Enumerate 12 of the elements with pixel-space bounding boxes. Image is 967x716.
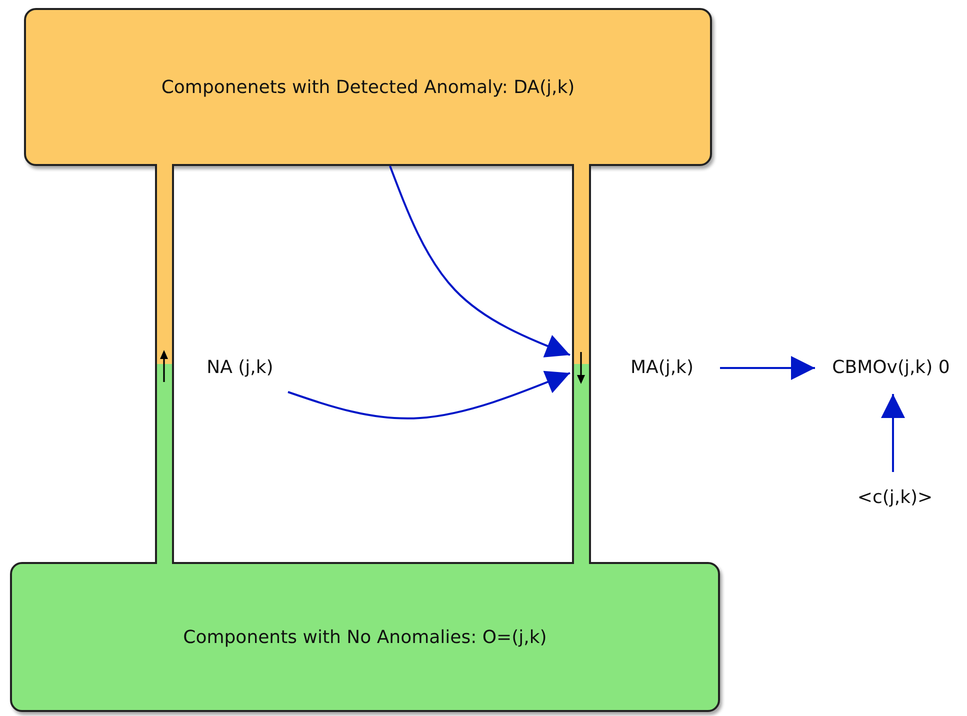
arrow: [288, 370, 570, 420]
box-title: Componenets with Detected Anomaly: DA(j,k): [161, 76, 575, 98]
arrow: [881, 394, 905, 472]
node-label: MA(j,k): [630, 356, 694, 378]
box-title: Components with No Anomalies: O=(j,k): [183, 626, 547, 648]
node-label: <c(j,k)>: [857, 486, 933, 508]
process-box: [10, 562, 720, 712]
arrow: [720, 356, 815, 380]
arrow: [389, 166, 570, 358]
node-label: NA (j,k): [206, 356, 274, 378]
node-label: CBMOv(j,k) 0: [832, 356, 950, 378]
process-box: [24, 8, 712, 166]
